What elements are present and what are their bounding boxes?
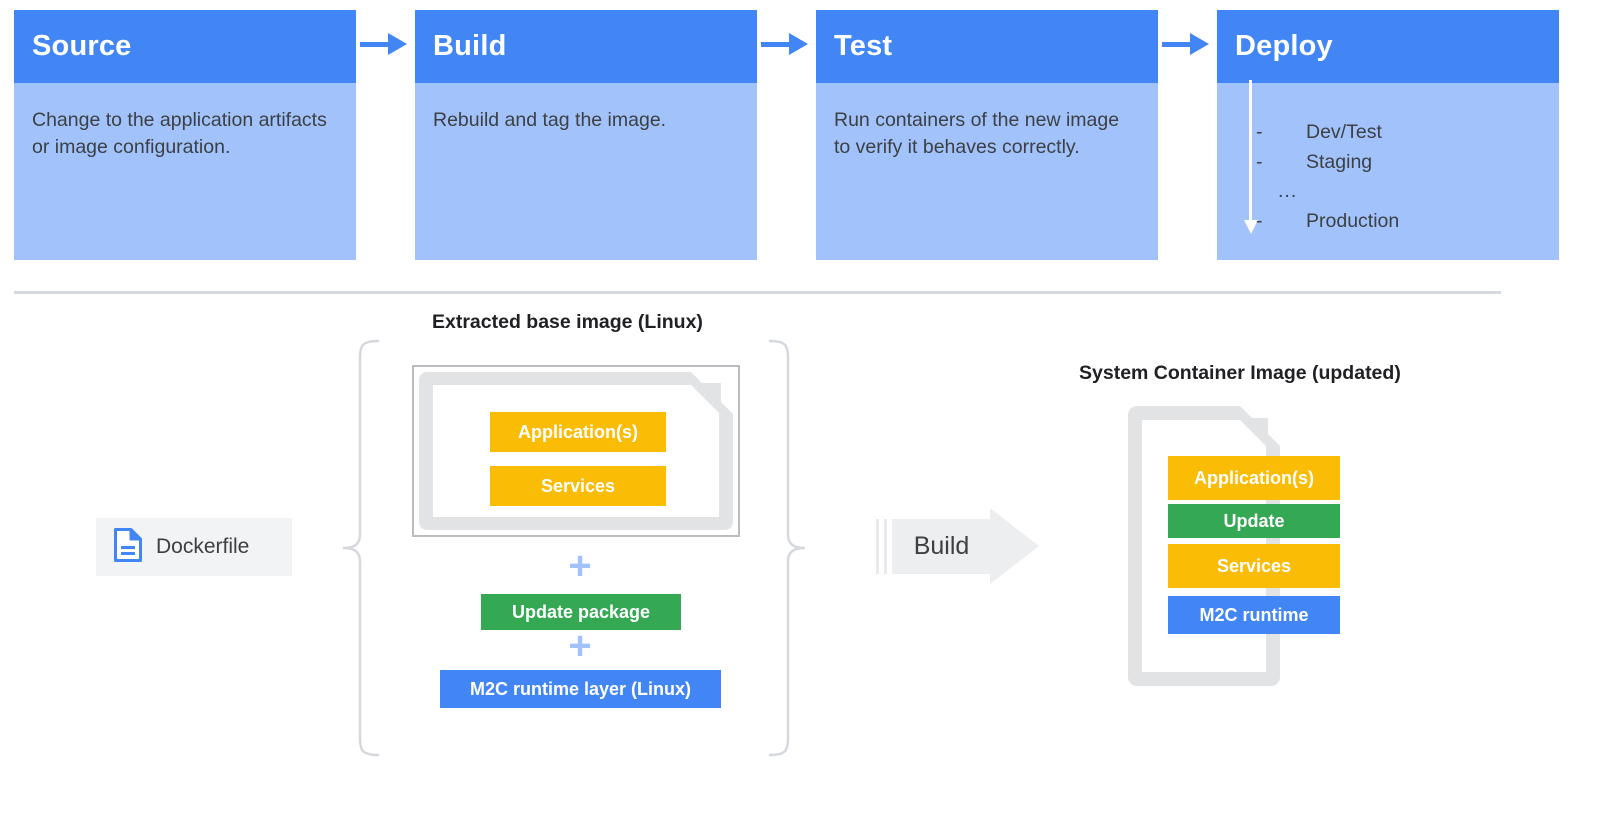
layer-m2c-runtime: M2C runtime layer (Linux) bbox=[440, 670, 721, 708]
stage-title-deploy: Deploy bbox=[1217, 10, 1559, 83]
pipeline-stage-build: Build Rebuild and tag the image. bbox=[415, 10, 757, 260]
build-arrow-icon: Build bbox=[876, 508, 1039, 585]
plus-icon: + bbox=[568, 624, 592, 668]
page-fold-shadow bbox=[1238, 418, 1268, 448]
stage-title-test: Test bbox=[816, 10, 1158, 83]
layer-services: Services bbox=[490, 466, 666, 506]
stage-body-build: Rebuild and tag the image. bbox=[415, 83, 757, 260]
build-arrow-label: Build bbox=[913, 532, 970, 560]
cicd-pipeline: Source Change to the application artifac… bbox=[0, 0, 1606, 270]
arrow-head bbox=[789, 33, 808, 55]
stage-body-test: Run containers of the new image to verif… bbox=[816, 83, 1158, 260]
result-layer-m2c-runtime: M2C runtime bbox=[1168, 596, 1340, 634]
brace-right bbox=[768, 338, 808, 758]
result-layer-update: Update bbox=[1168, 504, 1340, 538]
pipeline-stage-source: Source Change to the application artifac… bbox=[14, 10, 356, 260]
caption-extracted-base-image: Extracted base image (Linux) bbox=[432, 311, 703, 333]
stage-title-build: Build bbox=[415, 10, 757, 83]
result-layer-applications: Application(s) bbox=[1168, 456, 1340, 500]
stage-title-source: Source bbox=[14, 10, 356, 83]
arrow-right-icon bbox=[1162, 33, 1212, 55]
brace-left bbox=[340, 338, 380, 758]
arrow-head bbox=[990, 508, 1039, 584]
arrow-shaft bbox=[761, 42, 791, 47]
dockerfile-label: Dockerfile bbox=[156, 535, 250, 558]
arrow-shaft bbox=[1162, 42, 1192, 47]
layer-applications: Application(s) bbox=[490, 412, 666, 452]
arrow-shaft bbox=[360, 42, 390, 47]
page-fold-shadow bbox=[689, 383, 721, 415]
stage-body-source: Change to the application artifacts or i… bbox=[14, 83, 356, 260]
arrow-shaft bbox=[1249, 80, 1252, 225]
list-item: - Staging bbox=[1256, 148, 1456, 178]
image-build-diagram: Extracted base image (Linux) System Cont… bbox=[0, 296, 1606, 822]
layer-update-package: Update package bbox=[481, 594, 681, 630]
arrow-right-icon bbox=[761, 33, 811, 55]
list-item-label: Staging bbox=[1306, 150, 1373, 173]
arrow-tick bbox=[876, 519, 879, 574]
caption-system-container-image: System Container Image (updated) bbox=[1079, 362, 1401, 384]
list-item-label: Production bbox=[1306, 209, 1400, 232]
dockerfile-chip: Dockerfile bbox=[96, 518, 292, 576]
deploy-down-arrow-icon bbox=[1241, 80, 1261, 240]
list-ellipsis: ... bbox=[1278, 180, 1298, 202]
arrow-shaft bbox=[892, 519, 991, 574]
pipeline-stage-deploy: Deploy bbox=[1217, 10, 1559, 260]
plus-icon: + bbox=[568, 544, 592, 588]
list-bullet: - bbox=[1256, 209, 1263, 232]
list-item: - Production bbox=[1256, 207, 1456, 237]
arrow-head bbox=[388, 33, 407, 55]
arrow-tick bbox=[884, 519, 887, 574]
deploy-environment-list: - Dev/Test - Staging ... - Production bbox=[1256, 118, 1456, 236]
pipeline-stage-test: Test Run containers of the new image to … bbox=[816, 10, 1158, 260]
result-layer-services: Services bbox=[1168, 544, 1340, 588]
section-divider bbox=[14, 291, 1501, 294]
arrow-head bbox=[1243, 220, 1258, 234]
list-bullet: - bbox=[1256, 150, 1263, 173]
list-item: - Dev/Test bbox=[1256, 118, 1456, 148]
arrow-head bbox=[1190, 33, 1209, 55]
arrow-right-icon bbox=[360, 33, 410, 55]
list-item-label: Dev/Test bbox=[1306, 121, 1382, 143]
list-bullet: - bbox=[1256, 121, 1263, 143]
document-icon bbox=[113, 527, 143, 568]
stage-body-deploy bbox=[1217, 83, 1559, 260]
